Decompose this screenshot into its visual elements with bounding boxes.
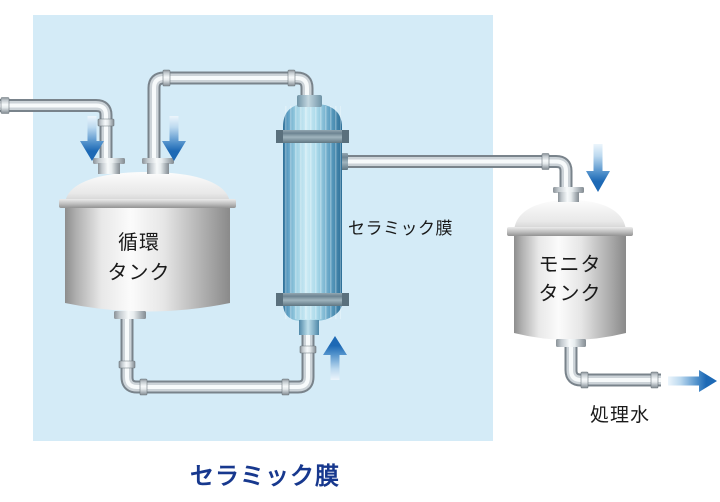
ceramic-membrane-column: [276, 95, 349, 335]
flow-arrow-down-icon: [80, 116, 104, 161]
permeate-pipe-membrane-to-monitor-tank: [345, 162, 566, 195]
monitor-tank: [507, 187, 633, 347]
flow-arrow-right-icon: [668, 370, 717, 392]
flow-arrow-down-icon: [586, 144, 610, 192]
monitor-tank-outlet-neck: [556, 339, 586, 347]
membrane-flange-band-top: [276, 130, 349, 143]
tank-inlet-neck-left: [93, 158, 125, 164]
tank-outlet-neck-bottom: [114, 311, 146, 319]
flow-arrow-up-icon: [323, 336, 347, 380]
pipe-couplings: [0, 69, 659, 396]
monitor-tank-label-line1: モニタ: [538, 252, 602, 276]
membrane-top-cap: [297, 95, 322, 107]
flow-arrow-down-icon: [162, 116, 186, 161]
monitor-tank-label: モニタ タンク: [505, 250, 635, 308]
treated-water-label: 処理水: [589, 404, 650, 426]
monitor-tank-label-line2: タンク: [538, 281, 602, 305]
monitor-tank-inlet-neck: [553, 187, 584, 193]
circulation-tank-label: 循環 タンク: [74, 227, 204, 287]
bottom-pipe-tank-to-membrane: [127, 316, 308, 387]
tank-inlet-neck-right: [142, 158, 174, 164]
membrane-flange-band-bottom: [276, 293, 349, 306]
membrane-bottom-neck: [299, 320, 319, 335]
circulation-tank-label-line1: 循環: [118, 230, 160, 254]
figure-caption: セラミック膜: [190, 462, 340, 490]
circulation-tank: [59, 158, 236, 319]
circulation-tank-label-line2: タンク: [107, 260, 171, 284]
membrane-column-label: セラミック膜: [348, 219, 453, 239]
